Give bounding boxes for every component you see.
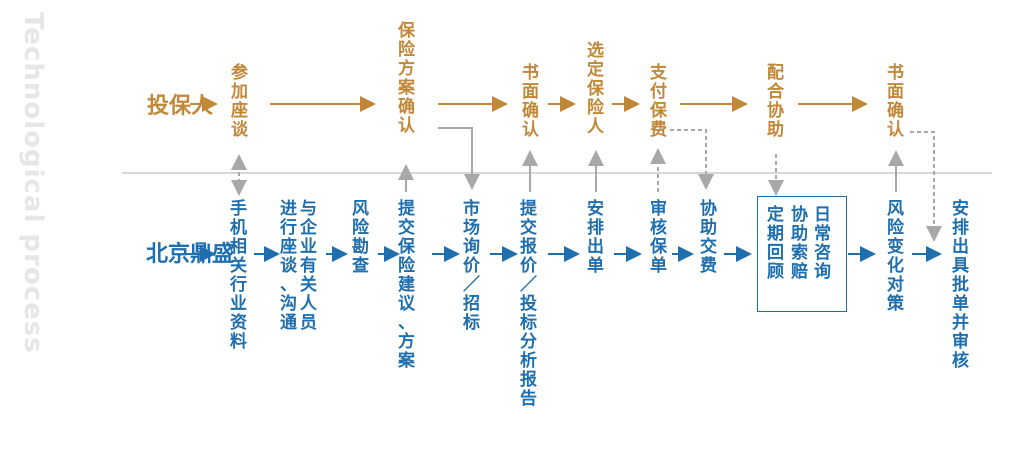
client-step-7: 书面确认	[887, 63, 904, 141]
client-step-3: 书面确认	[522, 63, 539, 141]
client-step-4: 选定保险人	[587, 41, 604, 138]
client-step-2: 保险方案确认	[398, 21, 415, 137]
company-step-5: 市场询价／招标	[463, 199, 480, 334]
company-step-7: 安排出单	[587, 199, 604, 277]
client-step-6: 配合协助	[767, 63, 784, 141]
client-step-1: 参加座谈	[231, 63, 248, 141]
company-step-10-col2: 协助索赔	[791, 205, 808, 283]
company-step-11: 风险变化对策	[887, 199, 904, 315]
watermark-text: Technological process	[18, 12, 48, 354]
client-label: 投保人	[147, 94, 214, 119]
company-step-6: 提交报价／投标分析报告	[520, 199, 537, 410]
service-box	[757, 196, 847, 312]
company-step-3: 风险勘查	[352, 199, 369, 277]
company-step-12: 安排出具批单并审核	[952, 199, 969, 372]
link-pay-premium	[670, 129, 714, 190]
company-step-9: 协助交费	[700, 199, 717, 277]
company-step-1: 手机相关行业资料	[230, 199, 247, 353]
company-step-10-col1: 日常咨询	[814, 205, 831, 283]
client-step-5: 支付保费	[650, 63, 667, 141]
company-step-4: 提交保险建议、方案	[398, 199, 415, 372]
company-step-2-col2: 进行座谈、沟通	[280, 199, 297, 334]
company-step-8: 审核保单	[650, 199, 667, 277]
link-endorsement	[910, 131, 942, 242]
company-step-10-col3: 定期回顾	[767, 205, 784, 283]
company-label: 北京鼎盛	[146, 242, 235, 267]
company-step-2-col1: 与企业有关人员	[300, 199, 317, 334]
link-market-inquiry	[438, 127, 480, 190]
